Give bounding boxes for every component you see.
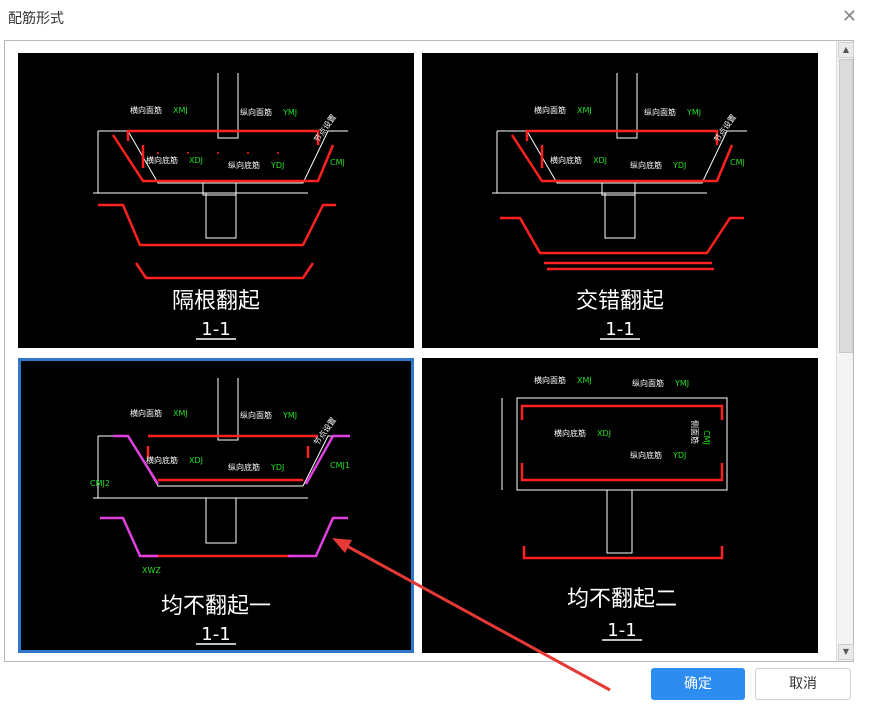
option-3-annot-top-h: 横向面筋 — [130, 408, 162, 418]
option-3-diagram: 横向面筋 XMJ 纵向面筋 YMJ 横向底筋 XDJ 纵向底筋 YDJ 节点设置… — [90, 378, 350, 645]
option-2-diagram: 横向面筋 XMJ 纵向面筋 YMJ 横向底筋 XDJ 纵向底筋 YDJ 节点设置… — [492, 73, 747, 340]
option-3-annot-top-h-code: XMJ — [173, 409, 188, 418]
option-2-annot-bot-l: 纵向底筋 — [630, 160, 662, 170]
option-2-annot-side: 节点设置 — [711, 112, 738, 144]
option-1-annot-top-h-code: XMJ — [173, 106, 188, 115]
option-4-annot-top-l-code: YMJ — [674, 379, 689, 388]
option-4-annot-bot-l-code: YDJ — [672, 451, 686, 460]
option-4-annot-top-h-code: XMJ — [577, 376, 592, 385]
vertical-scrollbar[interactable]: ▲ ▼ — [836, 41, 854, 661]
dialog-titlebar: 配筋形式 ✕ — [0, 0, 871, 34]
scrollbar-thumb[interactable] — [839, 59, 853, 353]
option-3-annot-bot-h-code: XDJ — [189, 456, 203, 465]
option-4-annot-bot-h: 横向底筋 — [554, 428, 586, 438]
option-4-label: 均不翻起二 — [567, 587, 677, 612]
option-card-1[interactable]: 横向面筋 XMJ 纵向面筋 YMJ 横向底筋 XDJ 纵向底筋 YDJ 节点设置… — [18, 53, 414, 348]
option-4-diagram: 横向面筋 XMJ 纵向面筋 YMJ 横向底筋 XDJ 纵向底筋 YDJ 侧面筋 … — [501, 375, 728, 641]
option-1-annot-bot-h-code: XDJ — [189, 156, 203, 165]
option-3-annot-top-l: 纵向面筋 — [240, 410, 272, 420]
option-3-annot-xwz: XWZ — [142, 566, 161, 575]
scroll-up-icon[interactable]: ▲ — [838, 42, 854, 58]
option-3-annot-bot-l-code: YDJ — [270, 463, 284, 472]
option-2-annot-top-h-code: XMJ — [577, 106, 592, 115]
dialog-title: 配筋形式 — [8, 11, 64, 27]
option-2-section: 1-1 — [605, 319, 634, 340]
option-1-annot-top-h: 横向面筋 — [130, 105, 162, 115]
option-1-annot-top-l: 纵向面筋 — [240, 107, 272, 117]
option-4-annot-top-l: 纵向面筋 — [632, 378, 664, 388]
option-1-annot-bot-l: 纵向底筋 — [228, 160, 260, 170]
option-card-3[interactable]: 横向面筋 XMJ 纵向面筋 YMJ 横向底筋 XDJ 纵向底筋 YDJ 节点设置… — [18, 358, 414, 653]
option-4-annot-bot-h-code: XDJ — [597, 429, 611, 438]
option-2-annot-cmj: CMJ — [730, 158, 745, 167]
option-2-annot-top-h: 横向面筋 — [534, 105, 566, 115]
option-1-annot-bot-l-code: YDJ — [270, 161, 284, 170]
option-3-label: 均不翻起一 — [161, 594, 271, 619]
option-card-4[interactable]: 横向面筋 XMJ 纵向面筋 YMJ 横向底筋 XDJ 纵向底筋 YDJ 侧面筋 … — [422, 358, 818, 653]
scroll-down-icon[interactable]: ▼ — [838, 644, 854, 660]
option-2-annot-bot-h: 横向底筋 — [550, 155, 582, 165]
option-1-section: 1-1 — [201, 319, 230, 340]
option-3-section: 1-1 — [201, 624, 230, 645]
option-1-label: 隔根翻起 — [172, 289, 260, 314]
option-1-diagram: 横向面筋 XMJ 纵向面筋 YMJ 横向底筋 XDJ 纵向底筋 YDJ 节点设置… — [93, 73, 348, 340]
option-card-2[interactable]: 横向面筋 XMJ 纵向面筋 YMJ 横向底筋 XDJ 纵向底筋 YDJ 节点设置… — [422, 53, 818, 348]
option-3-annot-bot-h: 横向底筋 — [146, 455, 178, 465]
close-icon[interactable]: ✕ — [841, 6, 857, 27]
option-4-annot-cmj: CMJ — [702, 430, 711, 445]
option-3-annot-top-l-code: YMJ — [282, 411, 297, 420]
options-list: 横向面筋 XMJ 纵向面筋 YMJ 横向底筋 XDJ 纵向底筋 YDJ 节点设置… — [4, 40, 854, 662]
option-3-annot-bot-l: 纵向底筋 — [228, 462, 260, 472]
option-3-annot-cmj2: CMJ2 — [90, 479, 110, 488]
option-1-annot-side: 节点设置 — [311, 112, 338, 144]
option-2-label: 交错翻起 — [576, 289, 664, 314]
option-2-annot-top-l: 纵向面筋 — [644, 107, 676, 117]
option-2-annot-bot-l-code: YDJ — [672, 161, 686, 170]
option-1-annot-bot-h: 横向底筋 — [146, 155, 178, 165]
cancel-button[interactable]: 取消 — [755, 668, 851, 700]
option-4-annot-top-h: 横向面筋 — [534, 375, 566, 385]
option-3-annot-cmj: CMJ1 — [330, 461, 350, 470]
option-4-annot-bot-l: 纵向底筋 — [630, 450, 662, 460]
option-1-annot-top-l-code: YMJ — [282, 108, 297, 117]
option-4-section: 1-1 — [607, 620, 636, 641]
option-4-annot-side: 侧面筋 — [690, 420, 700, 444]
option-2-annot-top-l-code: YMJ — [686, 108, 701, 117]
option-1-annot-cmj: CMJ — [330, 158, 345, 167]
option-2-annot-bot-h-code: XDJ — [593, 156, 607, 165]
ok-button[interactable]: 确定 — [651, 668, 745, 700]
